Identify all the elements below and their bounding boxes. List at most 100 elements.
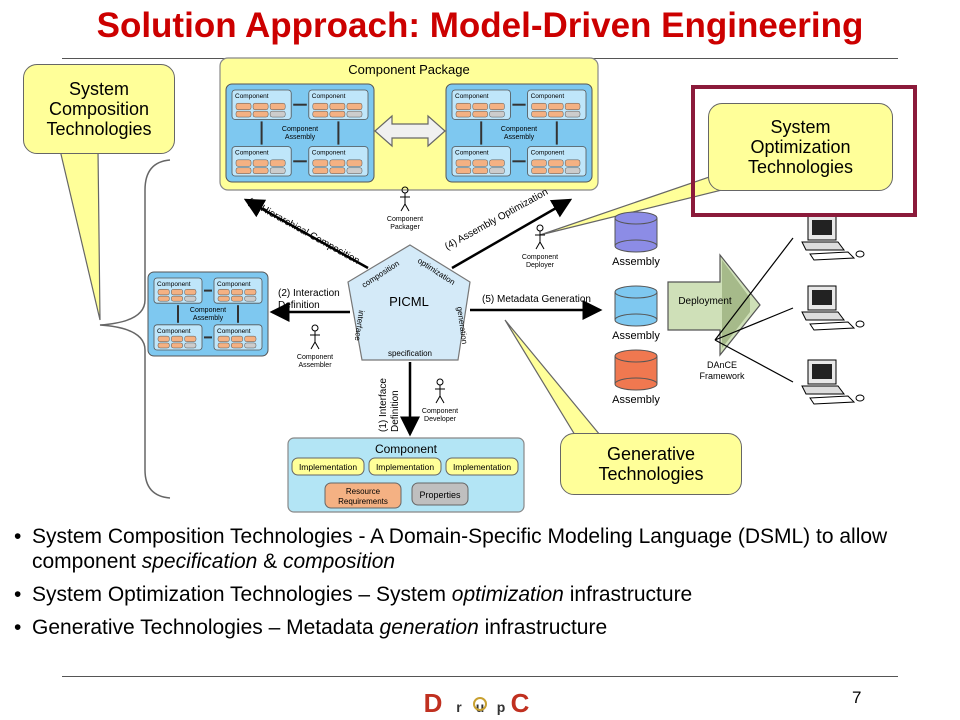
bullet-list: System Composition Technologies - A Doma…: [14, 524, 944, 648]
actor-label: Component: [422, 408, 458, 415]
callout-system-optimization: System Optimization Technologies: [708, 103, 893, 191]
logo-letter: u: [476, 699, 485, 715]
mini-assembly-label: Assembly: [193, 315, 224, 322]
mini-component-label: Component: [312, 150, 346, 157]
assembly-cylinder-orange: Assembly: [612, 349, 660, 406]
callout-composition-text: System Composition Technologies: [46, 79, 152, 139]
footer-rule: [62, 676, 898, 677]
mini-component-label: Component: [235, 93, 269, 100]
slide-title: Solution Approach: Model-Driven Engineer…: [96, 6, 864, 45]
implementation-box: Implementation: [291, 457, 365, 476]
mini-component-label: Component: [455, 93, 489, 100]
assembly-label: Assembly: [612, 330, 660, 342]
assembly-label: Assembly: [612, 394, 660, 406]
mini-component-label: Component: [217, 281, 251, 288]
mini-component-label: Component: [157, 328, 191, 335]
implementation-label: Implementation: [299, 462, 357, 472]
mini-component-label: Component: [531, 150, 565, 157]
actor-label: Component: [387, 216, 423, 223]
actor-label: Packager: [390, 224, 420, 231]
page-number: 7: [852, 688, 862, 707]
dance-line: DAnCE: [707, 360, 737, 370]
computer-icon: [801, 285, 865, 331]
picml-pentagon: [347, 244, 471, 361]
actor-label: Component: [522, 254, 558, 261]
label-metadata-generation: (5) Metadata Generation: [482, 294, 591, 305]
composition-callout-tail: [59, 149, 101, 321]
resource-line: Resource: [346, 487, 381, 496]
mini-assembly-label: Component: [282, 126, 318, 133]
implementation-label: Implementation: [376, 462, 434, 472]
deployment-label: Deployment: [678, 296, 732, 307]
actor-label: Assembler: [298, 362, 332, 369]
pentagon-interface: interface: [353, 310, 366, 342]
mini-component-label: Component: [157, 281, 191, 288]
implementation-label: Implementation: [453, 462, 511, 472]
bullet-optimization: System Optimization Technologies – Syste…: [14, 582, 944, 607]
mini-assembly-label: Component: [501, 126, 537, 133]
arrow-assembly-optimization: [451, 198, 573, 270]
assembly-cylinder-cyan: Assembly: [612, 285, 660, 342]
assembly-label: Assembly: [612, 256, 660, 268]
bullet-generative: Generative Technologies – Metadata gener…: [14, 615, 944, 640]
mini-component-label: Component: [531, 93, 565, 100]
optimization-highlight-frame: [691, 85, 917, 217]
resource-line: Requirements: [338, 497, 388, 506]
actor-label: Deployer: [526, 262, 555, 269]
logo-letter: D: [425, 688, 442, 718]
computer-icon: [801, 215, 865, 261]
logo-letter: r: [456, 699, 462, 715]
callout-optimization-text: System Optimization Technologies: [747, 117, 854, 177]
interface-line: (1) Interface: [378, 378, 389, 432]
mini-assembly-label: Assembly: [285, 134, 316, 141]
package-double-arrow: [374, 114, 446, 148]
picml-label: PICML: [389, 294, 429, 309]
callout-generative-text: Generative Technologies: [598, 444, 704, 484]
mini-assembly-label: Component: [190, 307, 226, 314]
bullet-composition: System Composition Technologies - A Doma…: [14, 524, 944, 574]
mini-component-label: Component: [455, 150, 489, 157]
mini-component-label: Component: [312, 93, 346, 100]
implementation-box: Implementation: [368, 457, 442, 476]
properties-label: Properties: [419, 490, 461, 500]
label-hierarchical-composition: (3) Hierarchical Composition: [246, 196, 362, 267]
mini-assembly-label: Assembly: [504, 134, 535, 141]
dance-line: Framework: [699, 371, 745, 381]
component-package-title: Component Package: [348, 62, 469, 77]
resource-requirements-box: [324, 482, 402, 509]
interaction-line: Definition: [278, 300, 320, 311]
assembly-cylinder-blue: Assembly: [612, 211, 660, 268]
composition-brace: [99, 159, 171, 499]
mini-component-label: Component: [217, 328, 251, 335]
callout-generative: Generative Technologies: [560, 433, 742, 495]
implementation-box: Implementation: [445, 457, 519, 476]
properties-box: [411, 482, 469, 506]
actor-label: Component: [297, 354, 333, 361]
actor-label: Developer: [424, 416, 457, 423]
mini-component-label: Component: [235, 150, 269, 157]
logo-letter: C: [511, 688, 530, 718]
callout-system-composition: System Composition Technologies: [23, 64, 175, 154]
interface-line: Definition: [390, 390, 401, 432]
computer-icon: [801, 359, 865, 405]
deployment-arrow-shade: [722, 260, 750, 348]
generative-callout-tail: [504, 319, 602, 436]
pentagon-specification: specification: [388, 349, 432, 358]
interaction-line: (2) Interaction: [278, 288, 340, 299]
arrow-hierarchical-composition: [243, 198, 369, 270]
component-box-title: Component: [375, 442, 438, 456]
logo-letter: p: [497, 699, 506, 715]
